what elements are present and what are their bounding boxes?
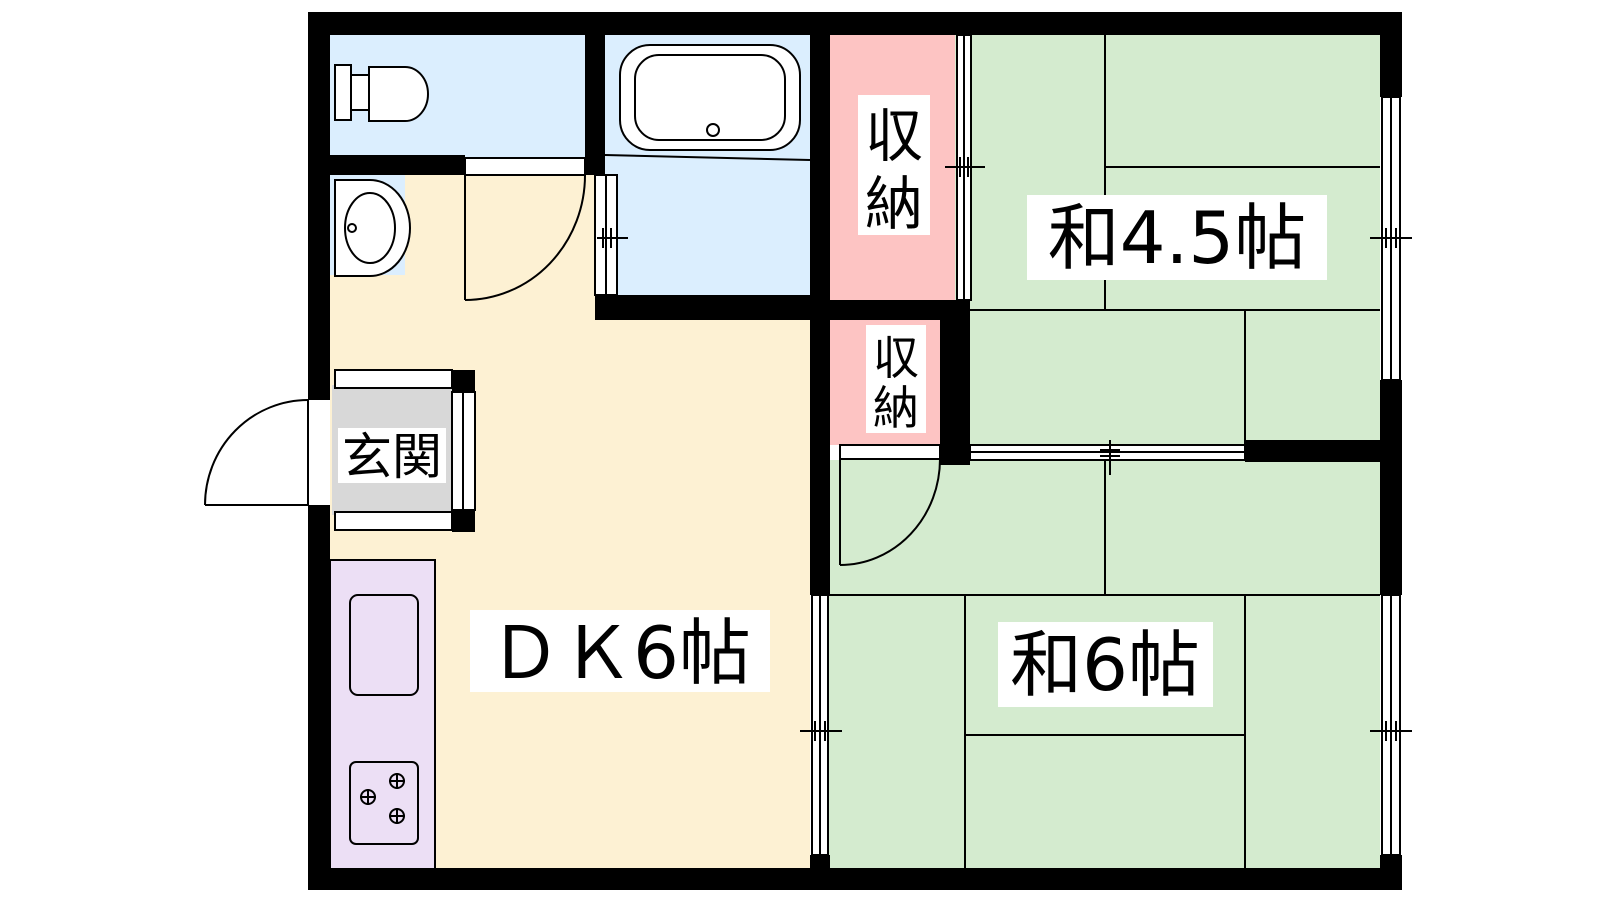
bathtub-icon [604,44,811,161]
doors [204,157,941,566]
sash-marks [597,157,1412,741]
entrance-label: 玄関 [342,428,442,486]
washitsu-large-label-bg [998,622,1213,707]
tatami-mats-large [820,460,1380,870]
tatami-mats-small [955,35,1380,445]
walls [308,12,1402,890]
stove-icon [349,761,419,845]
kitchen-counter [329,559,436,871]
storage-upper-label-top: 収 [865,102,923,170]
dk-label-bg [470,610,770,692]
storage-upper-label-bg [858,95,930,235]
sink-icon [349,594,419,696]
washitsu-small-label: 和4.5帖 [1048,196,1307,280]
storage-lower-label-bg [866,325,926,433]
windows [334,34,1401,856]
washbasin-icon [334,179,411,277]
storage-lower-label-bottom: 納 [873,381,919,435]
washitsu-small-label-bg [1027,195,1327,280]
entrance-label-bg [338,428,446,483]
storage-upper-label-bottom: 納 [865,170,923,238]
storage-lower-label-top: 収 [873,331,919,385]
toilet-icon [334,64,429,122]
dk-label: ＤＫ6帖 [489,611,751,695]
washitsu-large-label: 和6帖 [1010,623,1200,707]
